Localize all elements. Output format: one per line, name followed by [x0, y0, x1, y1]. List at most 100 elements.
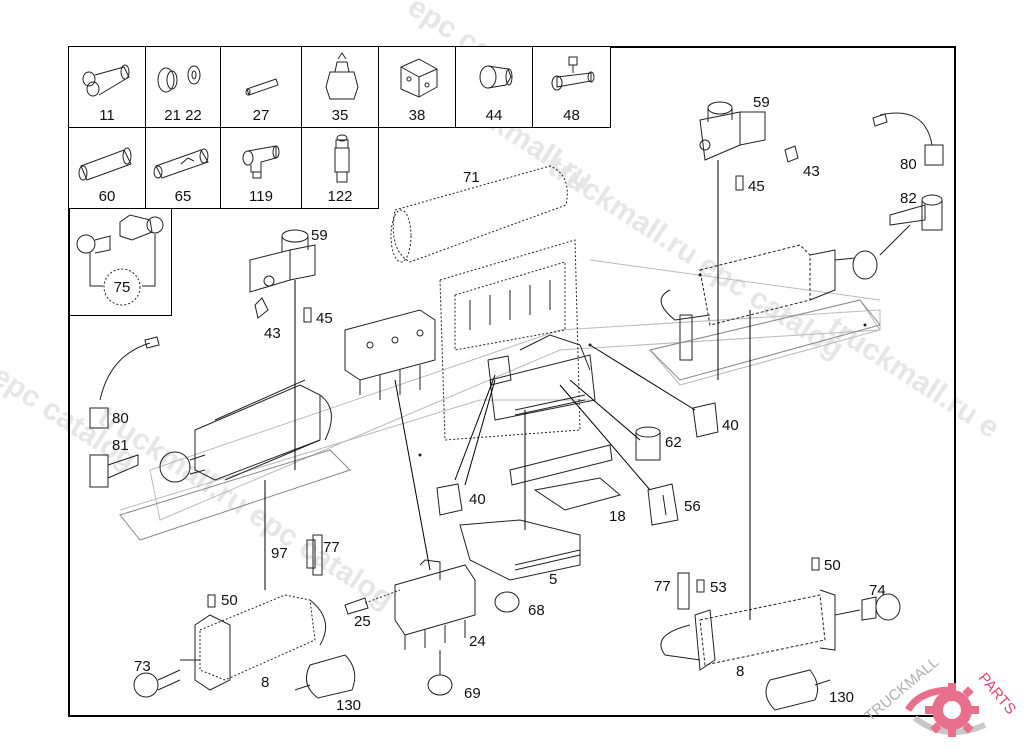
- inset-label: 65: [174, 188, 192, 205]
- callout-130[interactable]: 130: [829, 689, 855, 706]
- inset-label: 44: [485, 107, 503, 124]
- callout-8[interactable]: 8: [261, 674, 270, 691]
- inset-label: 35: [331, 107, 349, 124]
- base-plate-right: [649, 299, 881, 381]
- callout-62[interactable]: 62: [665, 434, 682, 451]
- callout-24[interactable]: 24: [469, 633, 486, 650]
- callout-73[interactable]: 73: [134, 658, 151, 675]
- relay-upper: [487, 355, 512, 386]
- inset-cell-44[interactable]: 44: [455, 46, 533, 128]
- cylinder-upper-right: [660, 224, 911, 361]
- cylinder-lower-right: [660, 557, 901, 671]
- valve-block-upper: [344, 309, 436, 400]
- callout-50[interactable]: 50: [824, 557, 841, 574]
- inset-label: 60: [98, 188, 116, 205]
- callout-77[interactable]: 77: [654, 578, 671, 595]
- bushing-washer-icon: [157, 65, 201, 93]
- control-unit-5: [459, 519, 581, 581]
- callout-77[interactable]: 77: [323, 539, 340, 556]
- cable-80-right: [872, 112, 944, 166]
- silencer-130-right: [765, 669, 831, 711]
- reducing-connector-icon: [153, 148, 209, 179]
- inset-cell-21-22[interactable]: 21 22: [145, 46, 221, 128]
- callout-45[interactable]: 45: [748, 178, 765, 195]
- sensor-62: [635, 426, 661, 461]
- callout-69[interactable]: 69: [464, 685, 481, 702]
- threaded-connector-icon: [334, 134, 350, 183]
- truckmall-parts-logo: TRUCKMALL PARTS: [862, 654, 1019, 737]
- straight-connector-icon: [78, 147, 132, 181]
- inset-label: 48: [563, 107, 580, 124]
- inset-label: 27: [252, 107, 270, 124]
- inset-cell-27[interactable]: 27: [220, 46, 302, 128]
- inset-label: 122: [327, 188, 353, 205]
- base-plate-left: [119, 449, 351, 541]
- inset-cell-38[interactable]: 38: [378, 46, 456, 128]
- callout-43[interactable]: 43: [264, 325, 281, 342]
- inset-label: 75: [113, 279, 131, 296]
- logo-text-truckmall: TRUCKMALL: [862, 654, 943, 725]
- cylinder-lower-left: [133, 534, 327, 698]
- control-unit: [489, 334, 596, 421]
- silencer-130-left: [294, 654, 356, 699]
- lever-81: [89, 454, 139, 488]
- leader-lines: [264, 160, 751, 620]
- inset-label: 38: [408, 107, 426, 124]
- callout-81[interactable]: 81: [112, 437, 129, 454]
- lever-82: [889, 194, 943, 231]
- clevis-kit-75-drawing: [76, 214, 164, 306]
- callout-53[interactable]: 53: [710, 579, 727, 596]
- callout-45[interactable]: 45: [316, 310, 333, 327]
- inset-label: 119: [249, 188, 273, 205]
- inset-cell-75[interactable]: 75: [68, 208, 172, 316]
- callout-25[interactable]: 25: [354, 613, 371, 630]
- callout-68[interactable]: 68: [528, 602, 545, 619]
- inset-cell-60[interactable]: 60: [68, 127, 146, 209]
- inset-label: 21 22: [164, 107, 202, 124]
- relay-40-left: [436, 483, 463, 516]
- mounting-block-icon: [400, 58, 438, 98]
- tee-fitting-icon: [242, 145, 280, 179]
- callout-80[interactable]: 80: [112, 410, 129, 427]
- callout-74[interactable]: 74: [869, 582, 886, 599]
- inset-label: 11: [99, 107, 115, 124]
- inset-cell-11[interactable]: 11: [68, 46, 146, 128]
- inset-cell-65[interactable]: 65: [145, 127, 221, 209]
- callout-40[interactable]: 40: [722, 417, 739, 434]
- inset-cell-119[interactable]: 119: [220, 127, 302, 209]
- callout-59[interactable]: 59: [753, 94, 770, 111]
- pin-icon: [245, 78, 279, 96]
- callout-71[interactable]: 71: [463, 169, 480, 186]
- callout-80[interactable]: 80: [900, 156, 917, 173]
- callout-8[interactable]: 8: [736, 663, 745, 680]
- valve-block-24: [344, 559, 520, 696]
- inset-cell-35[interactable]: 35: [301, 46, 379, 128]
- tee-fitting-cap-icon: [551, 56, 595, 91]
- air-tank-71: [390, 165, 568, 263]
- inset-cell-122[interactable]: 122: [301, 127, 379, 209]
- cylinder-upper-left: [159, 379, 332, 483]
- callout-59[interactable]: 59: [311, 227, 328, 244]
- relay-40-right: [692, 402, 719, 438]
- cable-80-left: [89, 336, 160, 429]
- logo-text-parts: PARTS: [975, 670, 1019, 718]
- mounting-frame: [439, 239, 581, 441]
- y-connector-icon: [82, 64, 130, 97]
- callout-18[interactable]: 18: [609, 508, 626, 525]
- callout-5[interactable]: 5: [549, 571, 558, 588]
- inset-cell-48[interactable]: 48: [532, 46, 611, 128]
- callout-97[interactable]: 97: [271, 545, 288, 562]
- pressure-switch-icon: [325, 52, 359, 100]
- callout-56[interactable]: 56: [684, 498, 701, 515]
- callout-43[interactable]: 43: [803, 163, 820, 180]
- callout-82[interactable]: 82: [900, 190, 917, 207]
- callout-40[interactable]: 40: [469, 491, 486, 508]
- solenoid-59-left: [249, 229, 316, 323]
- callout-50[interactable]: 50: [221, 592, 238, 609]
- callout-130[interactable]: 130: [336, 697, 362, 714]
- solenoid-59-right: [699, 101, 799, 191]
- switch-56: [647, 483, 679, 526]
- reducer-icon: [479, 65, 513, 89]
